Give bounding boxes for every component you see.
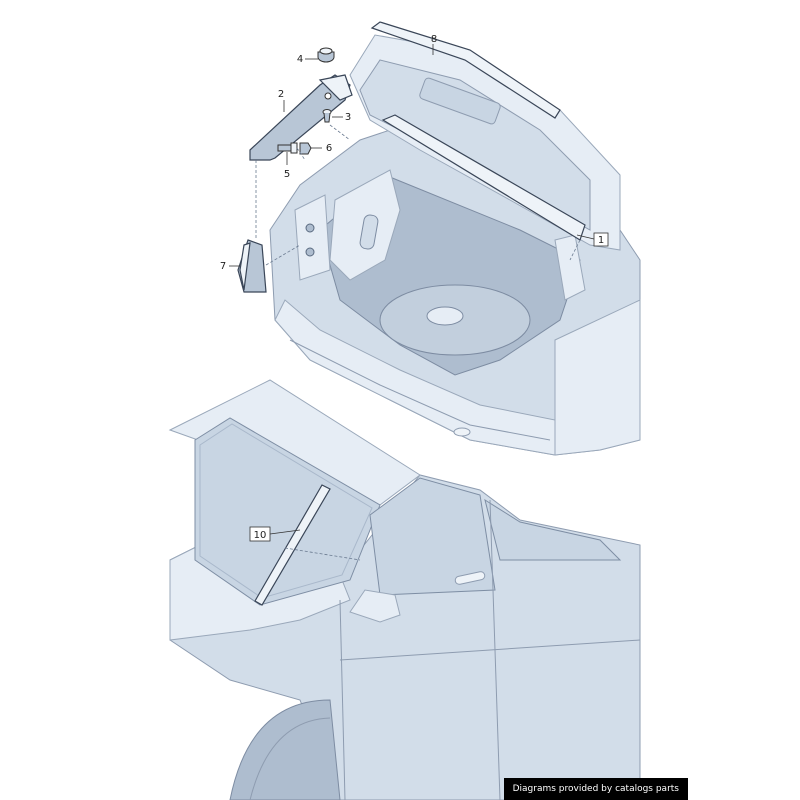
tow-hook-cover xyxy=(453,427,471,437)
part-3-screw xyxy=(322,109,332,123)
callout-2: 2 xyxy=(278,89,284,100)
part-8-lid-seal xyxy=(370,21,561,119)
small-parts xyxy=(237,47,581,293)
callout-3: 3 xyxy=(345,112,351,123)
callout-6: 6 xyxy=(326,143,332,154)
windshield-illustration xyxy=(168,379,641,800)
front-wheel-arch xyxy=(229,699,341,800)
callout-1: 1 xyxy=(598,235,604,246)
part-4-clip xyxy=(317,47,335,63)
part-6-nut xyxy=(299,142,312,155)
windshield-glass xyxy=(194,417,381,606)
door-handle xyxy=(454,571,486,585)
callout-5: 5 xyxy=(284,169,290,180)
callout-8: 8 xyxy=(431,34,437,45)
callout-4: 4 xyxy=(297,54,303,65)
credit-banner: Diagrams provided by catalogs parts xyxy=(503,778,688,800)
part-10-windshield-molding xyxy=(254,484,331,606)
part-1-seal-strip xyxy=(381,114,586,241)
front-door-window xyxy=(369,477,496,596)
callout-10: 10 xyxy=(254,530,267,541)
trunk-illustration xyxy=(269,21,641,456)
callouts: 1 2 3 4 5 6 7 8 10 xyxy=(220,34,609,542)
rear-door-window xyxy=(484,498,622,561)
callout-7: 7 xyxy=(220,261,226,272)
rear-bumper xyxy=(274,299,556,456)
part-5-bolt xyxy=(277,142,298,154)
side-mirror xyxy=(349,589,401,623)
